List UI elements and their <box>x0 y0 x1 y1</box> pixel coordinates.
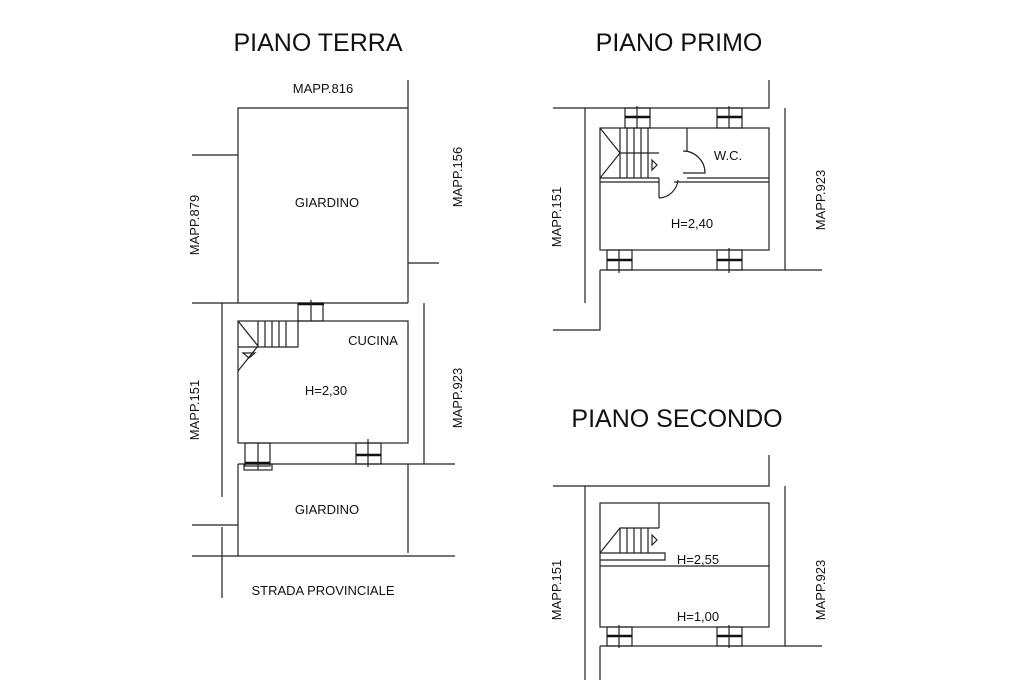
title-piano-secondo: PIANO SECONDO <box>571 405 782 433</box>
staircase <box>599 127 659 179</box>
staircase <box>237 320 299 372</box>
label-mapp-151: MAPP.151 <box>549 187 564 247</box>
staircase <box>599 527 659 554</box>
label-mapp-156: MAPP.156 <box>450 147 465 207</box>
window <box>716 625 743 648</box>
room-label-wc: W.C. <box>714 148 742 163</box>
window <box>243 442 273 471</box>
window <box>606 625 633 648</box>
window <box>716 248 743 273</box>
room-label-cucina: CUCINA <box>348 333 398 348</box>
label-mapp-923: MAPP.923 <box>450 368 465 428</box>
room-label-giardino-front: GIARDINO <box>295 502 359 517</box>
room-height-secondo-b: H=1,00 <box>677 609 719 624</box>
window <box>716 106 743 129</box>
title-piano-terra: PIANO TERRA <box>233 29 402 57</box>
label-mapp-816: MAPP.816 <box>293 81 353 96</box>
label-mapp-879: MAPP.879 <box>187 195 202 255</box>
window <box>624 106 651 129</box>
title-piano-primo: PIANO PRIMO <box>596 29 763 57</box>
room-height-primo: H=2,40 <box>671 216 713 231</box>
label-mapp-151: MAPP.151 <box>549 560 564 620</box>
label-mapp-923: MAPP.923 <box>813 170 828 230</box>
first-floor-plan: MAPP.151 MAPP.923 W.C. H=2,40 <box>549 80 828 331</box>
window <box>355 439 382 467</box>
room-label-giardino-rear: GIARDINO <box>295 195 359 210</box>
window <box>297 300 324 322</box>
window <box>606 249 633 273</box>
ground-floor-plan: MAPP.816 MAPP.879 MAPP.156 MAPP.151 MAPP… <box>187 80 465 598</box>
label-mapp-151: MAPP.151 <box>187 380 202 440</box>
label-strada-provinciale: STRADA PROVINCIALE <box>251 583 394 598</box>
room-height-secondo-a: H=2,55 <box>677 552 719 567</box>
label-mapp-923: MAPP.923 <box>813 560 828 620</box>
room-height-cucina: H=2,30 <box>305 383 347 398</box>
second-floor-plan: MAPP.151 MAPP.923 H=2,55 H=1,00 <box>549 455 828 680</box>
